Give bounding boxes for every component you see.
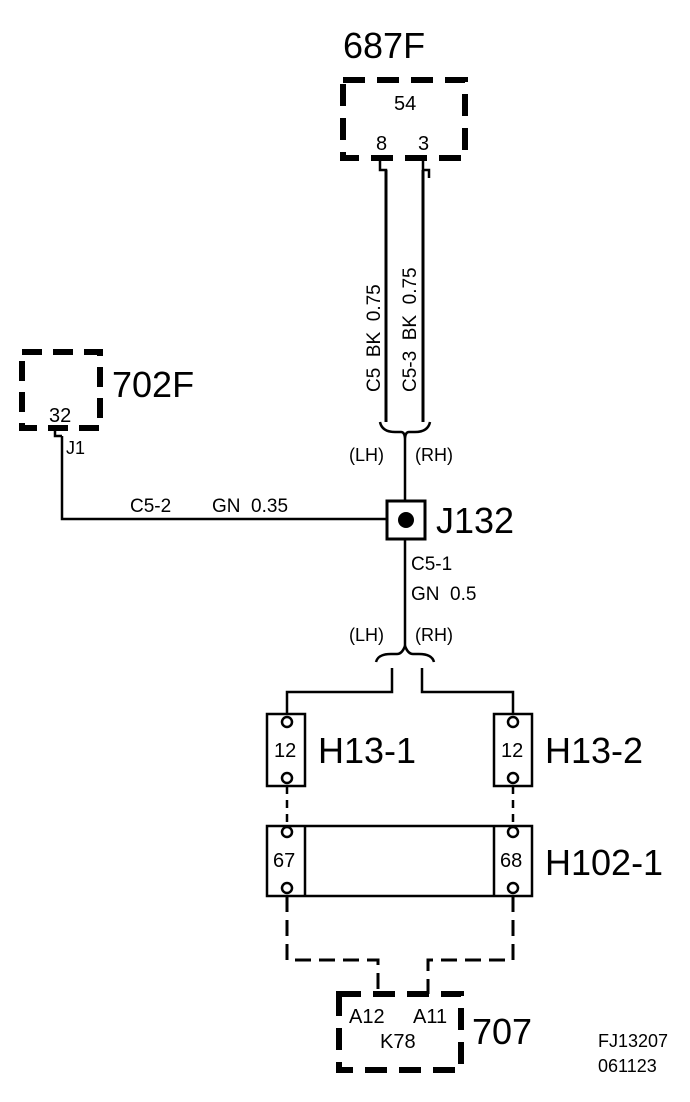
figure-date: 061123 — [598, 1056, 657, 1076]
wire-to-h13-1 — [285, 668, 394, 714]
connector-687f-pin-3: 3 — [418, 133, 429, 155]
h13-2-pin: 12 — [501, 740, 523, 762]
connector-707-label: 707 — [472, 1011, 532, 1052]
label-rh-bottom: (RH) — [415, 625, 453, 645]
wire-label-c5: C5 BK 0.75 — [364, 284, 385, 392]
h102-1-pin-67: 67 — [273, 850, 295, 872]
brace-top — [378, 421, 432, 441]
label-lh-top: (LH) — [349, 445, 384, 465]
connector-707-code: K78 — [380, 1031, 416, 1053]
connector-707-pin-a11: A11 — [413, 1006, 447, 1028]
label-rh-top: (RH) — [415, 445, 453, 465]
wire-label-c5-3: C5-3 BK 0.75 — [400, 267, 421, 392]
wire-to-h13-2 — [420, 668, 515, 714]
connector-687f-number: 54 — [394, 93, 416, 115]
h102-1-box — [265, 824, 534, 898]
connector-702f-label: 702F — [112, 364, 194, 405]
brace-bottom — [374, 642, 436, 663]
wire-label-c5-2-circuit: C5-2 — [130, 496, 171, 517]
wires-to-707 — [285, 896, 515, 994]
wire-label-c5-1-circuit: C5-1 — [411, 554, 452, 575]
wire-label-c5-1-spec: GN 0.5 — [411, 584, 476, 605]
h102-1-pin-68: 68 — [500, 850, 522, 872]
connector-702f-pin-label: J1 — [66, 438, 85, 458]
connector-702f-pin: 32 — [49, 405, 71, 427]
wires-c5 — [384, 170, 425, 422]
h13-2-label: H13-2 — [545, 730, 643, 771]
connector-702f-box — [19, 349, 103, 431]
h13-1-pin: 12 — [274, 740, 296, 762]
splice-j132-label: J132 — [436, 500, 514, 541]
h102-1-label: H102-1 — [545, 842, 663, 883]
figure-id: FJ13207 — [598, 1031, 668, 1051]
connector-687f-label: 687F — [343, 25, 425, 66]
label-lh-bottom: (LH) — [349, 625, 384, 645]
splice-dot — [398, 512, 414, 528]
connector-687f-box — [340, 77, 468, 161]
connector-687f-pin-8: 8 — [376, 133, 387, 155]
wire-label-c5-2-spec: GN 0.35 — [212, 496, 288, 517]
wire-c5-2 — [60, 436, 386, 521]
connector-707-box — [336, 991, 464, 1073]
connector-707-pin-a12: A12 — [349, 1006, 385, 1028]
h13-1-label: H13-1 — [318, 730, 416, 771]
